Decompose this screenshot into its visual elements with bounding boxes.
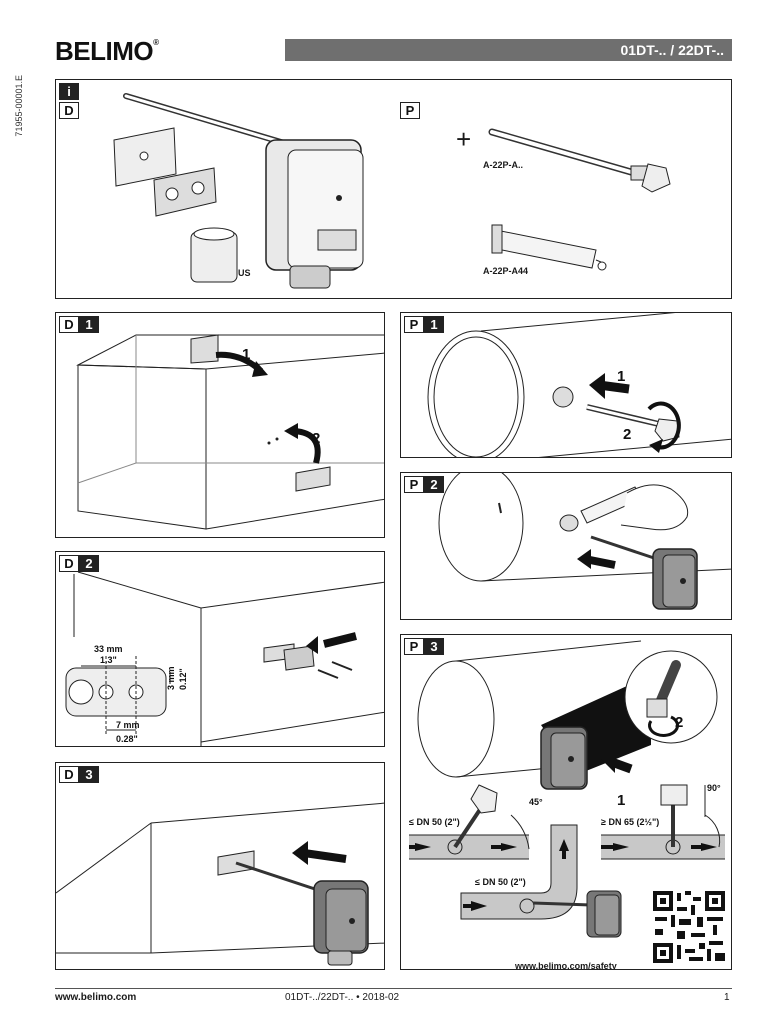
p3-angle-45-label: 45° xyxy=(529,797,543,807)
dim-bottom-mm: 7 mm xyxy=(116,720,140,730)
qr-code-pattern xyxy=(651,889,727,965)
step-2-label: 2 xyxy=(312,430,320,447)
pipe-thermowell-illustration: 1 2 xyxy=(427,313,731,457)
duct-section-tag: D xyxy=(59,102,79,119)
safety-link[interactable]: www.belimo.com/safety xyxy=(515,961,617,970)
p3-angle-90-label: 90° xyxy=(707,783,721,793)
accessory-label-2: A-22P-A44 xyxy=(483,266,529,276)
brand-name: BELIMO xyxy=(55,36,154,66)
info-badge: i xyxy=(59,83,79,100)
pipe-syringe-illustration xyxy=(438,473,731,610)
accessory-label-1: A-22P-A.. xyxy=(483,160,524,170)
p3-dn65-label: ≥ DN 65 (2½") xyxy=(601,817,659,827)
dim-height-mm: 3 mm xyxy=(166,666,176,690)
step-1-label: 1 xyxy=(242,346,250,363)
p1-step-2-label: 2 xyxy=(623,426,631,443)
dim-bottom-in: 0.28" xyxy=(116,734,138,744)
footer-document-info: 01DT-../22DT-.. • 2018-02 xyxy=(285,992,400,1003)
info-panel: i D P + US A-22P-A.. A-22P-A44 xyxy=(55,79,732,299)
p3-step-2-label: 2 xyxy=(675,714,683,731)
footer-rule xyxy=(55,988,732,989)
model-title-bar: 01DT-.. / 22DT-.. xyxy=(285,39,732,61)
pipe-installation-illustration: 1 2 ≤ DN 50 (2") 45° ≥ DN 65 (2½") 90° ≤ xyxy=(409,640,725,938)
product-illustration xyxy=(113,93,671,289)
brand-logo: BELIMO® xyxy=(55,36,159,67)
brand-mark: ® xyxy=(153,38,159,47)
footer-website-link[interactable]: www.belimo.com xyxy=(55,992,137,1003)
dim-width-mm: 33 mm xyxy=(94,644,123,654)
duct-mounted-sensor-illustration xyxy=(56,802,384,966)
pipe-section-tag: P xyxy=(400,102,420,119)
duct-illustration: 1 2 xyxy=(76,334,384,530)
p3-dn50-left-label: ≤ DN 50 (2") xyxy=(409,817,460,827)
p1-step-1-label: 1 xyxy=(617,368,625,385)
dim-height-in: 0.12" xyxy=(178,668,188,690)
us-label: US xyxy=(238,268,251,278)
dim-width-in: 1.3" xyxy=(100,655,117,665)
duct-dimension-illustration: 33 mm 1.3" 7 mm 0.28" 3 mm 0.12" xyxy=(65,571,384,746)
p3-dn50-elbow-label: ≤ DN 50 (2") xyxy=(475,877,526,887)
qr-code[interactable] xyxy=(651,889,727,965)
document-id: 71955-00001.E xyxy=(14,75,24,137)
footer-page-number: 1 xyxy=(724,992,730,1003)
p3-step-1-label: 1 xyxy=(617,792,625,809)
plus-sign: + xyxy=(456,124,472,154)
